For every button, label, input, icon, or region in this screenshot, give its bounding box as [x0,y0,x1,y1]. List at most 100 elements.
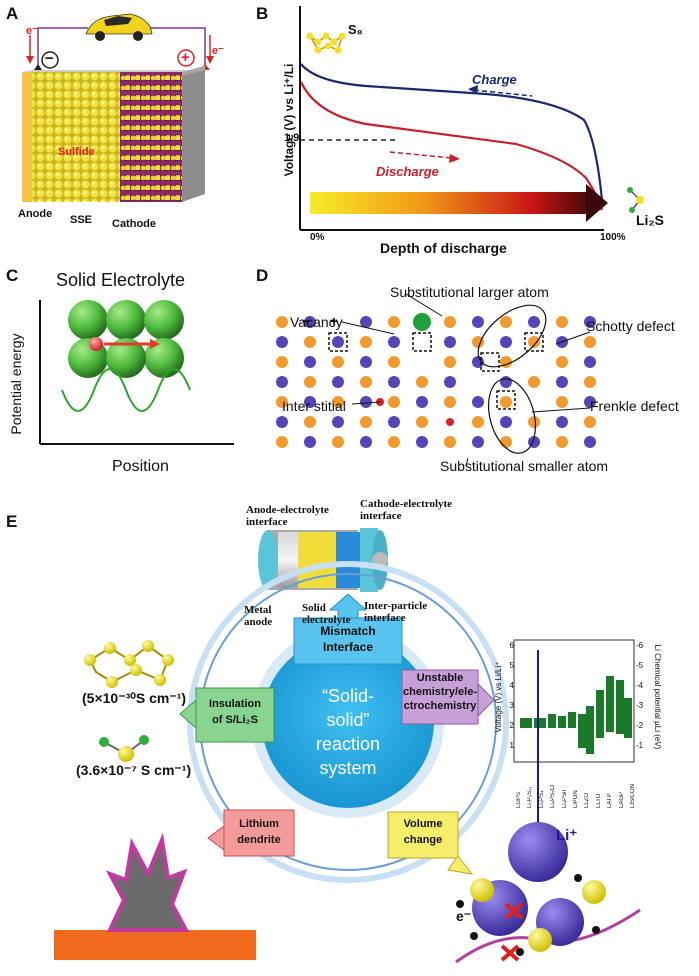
volume-box-line-2: change [403,834,443,846]
y-tick-1-9: 1.9 [284,132,300,144]
lattice-atom [556,316,568,328]
lattice-atom [500,376,512,388]
vacancy-square [328,332,348,352]
lattice-atom [276,396,288,408]
layer-label-anode: Anode [18,208,53,220]
vacancy-minus: − [302,313,310,329]
x-end-label: 100% [600,232,626,243]
lattice-atom [332,336,344,348]
small-substitution-atom [446,418,454,426]
li2s-molecule-e-icon [99,735,149,762]
lattice-atom [528,316,540,328]
panel-letter-d: D [256,266,269,285]
plus-sign: + [181,49,190,66]
left-tick-1: 1 [509,741,514,750]
s8-conductivity-label: (5×10⁻³⁰S cm⁻¹) [82,690,187,706]
frenkle-label: Frenkle defect [590,398,679,414]
lattice-atom [416,396,428,408]
lattice-atom [332,416,344,428]
left-tick-3: 3 [509,701,514,710]
left-tick-5: 5 [509,661,514,670]
lattice-atom [360,396,372,408]
lattice-atom [444,316,456,328]
pointer-line [465,457,469,467]
lattice-atom [360,416,372,428]
lattice-atom [332,436,344,448]
lattice-atom [276,336,288,348]
lattice-atom [528,416,540,428]
lattice-atom [500,416,512,428]
lattice-atom [332,396,344,408]
car-icon [85,13,153,41]
lattice-atom [528,376,540,388]
mismatch-box-line-1: Mismatch [320,624,376,638]
lattice-atom [584,396,596,408]
mini-chart-category: Li₆PS₅Cl [550,784,557,808]
lattice-atom [472,396,484,408]
mini-chart-category: LLTO [595,793,602,808]
defect-ellipse [477,304,547,368]
x-start-label: 0% [310,232,325,243]
lattice-atom [304,336,316,348]
lattice-atom [500,316,512,328]
lattice-atom [388,316,400,328]
anode-electrolyte-interface-label: Anode-electrolyte interface [246,504,329,529]
center-line-3: reaction [315,734,381,754]
vacancy-plus: + [330,313,338,329]
layer-label-sse: SSE [70,214,93,226]
center-line-2: solid” [326,710,370,730]
lattice-atom [416,416,428,428]
solid-electrolyte-title: Solid Electrolyte [56,270,186,290]
lattice-atom [360,316,372,328]
interstitial-label: Inter stitial [282,398,346,414]
li-plus-label: Li⁺ [556,827,578,844]
substitutional-larger-label: Substitutional larger atom [390,284,549,300]
sulfide-label: Sulfide [58,146,95,158]
lattice-atom [584,316,596,328]
right-tick-1: -1 [636,741,644,750]
lattice-atom [304,316,316,328]
right-tick-2: -2 [636,721,644,730]
substitutional-smaller-label: Substitutional smaller atom [440,458,609,474]
lattice-atom [304,376,316,388]
left-tick-6: 6 [509,641,514,650]
s8-label: S₈ [348,22,363,37]
left-tick-4: 4 [509,681,514,690]
vacancy-square [412,332,432,352]
panel-letter-a: A [6,4,19,23]
lattice-atom [276,416,288,428]
lattice-atom [388,336,400,348]
right-tick-6: -6 [636,641,644,650]
lattice-atom [360,436,372,448]
inter-particle-interface-label: Inter-particle interface [364,600,428,625]
lattice-atom [360,376,372,388]
lattice-atom [556,416,568,428]
insulation-box-line-1: Insulation [209,698,261,710]
panel-c-energy-diagram [39,300,234,445]
lattice-atom [304,396,316,408]
lattice-atom [584,416,596,428]
mismatch-box-line-2: Interface [322,640,374,654]
panel-a-battery [22,13,214,202]
lattice-atom [584,376,596,388]
electron-right-label: e⁻ [212,45,224,57]
lattice-atom [304,356,316,368]
panel-b-voltage-chart [299,6,644,231]
lattice-atom [332,356,344,368]
right-tick-4: -4 [636,681,644,690]
lattice-atom [332,376,344,388]
pointer-line [555,331,591,345]
lattice-atom [556,396,568,408]
lattice-atom [500,396,512,408]
lattice-atom [416,376,428,388]
lattice-atom [556,436,568,448]
lattice-atom [276,316,288,328]
li2s-molecule-icon [627,187,644,213]
lattice-atom [360,336,372,348]
dendrite-box-line-1: Lithium [239,818,279,830]
s8-molecule-icon [306,32,346,54]
mini-chart-category: LGPS [516,791,522,808]
mini-chart-categories: LGPS Li₇P₃S₁₁ Li₃PS₄ Li₆PS₅Cl Li₄PSiI Li… [516,764,636,808]
panel-letter-c: C [6,266,19,285]
charge-label: Charge [472,72,517,87]
